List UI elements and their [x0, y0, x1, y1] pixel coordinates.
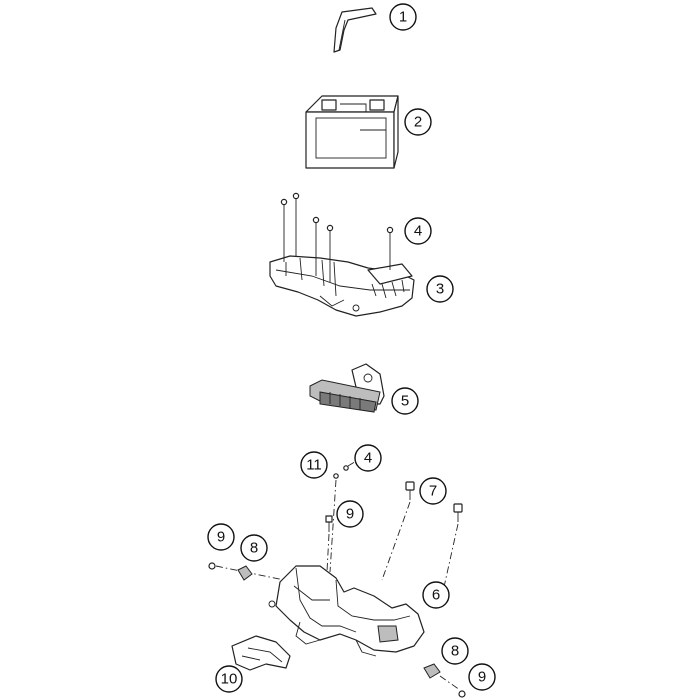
callout-9-right-label: 9	[478, 669, 486, 686]
holder-screws	[280, 192, 394, 282]
callout-8-right: 8	[441, 637, 469, 665]
callout-10: 10	[215, 665, 243, 693]
voltage-regulator	[309, 363, 385, 413]
callout-2-label: 2	[414, 114, 422, 131]
callout-11: 11	[300, 451, 328, 479]
small-cover	[231, 635, 291, 671]
callout-5-label: 5	[401, 393, 409, 410]
callout-8-left-label: 8	[250, 540, 258, 557]
lower-housing	[268, 565, 425, 657]
callout-2: 2	[404, 108, 432, 136]
callout-3-label: 3	[436, 281, 444, 298]
callout-10-label: 10	[221, 671, 238, 688]
callout-1-label: 1	[399, 9, 407, 26]
callout-4-upper: 4	[404, 217, 432, 245]
callout-9-middle: 9	[336, 500, 364, 528]
battery-strap	[333, 7, 377, 53]
callout-9-right: 9	[468, 663, 496, 691]
callout-8-left: 8	[240, 534, 268, 562]
callout-4-lower: 4	[354, 444, 382, 472]
battery	[305, 95, 399, 169]
grommets	[237, 565, 461, 691]
callout-11-label: 11	[306, 457, 322, 474]
callout-7: 7	[419, 477, 447, 505]
callout-3: 3	[426, 275, 454, 303]
callout-4-upper-label: 4	[414, 223, 422, 240]
callout-9-left-label: 9	[217, 529, 225, 546]
callout-5: 5	[391, 387, 419, 415]
callout-1: 1	[389, 3, 417, 31]
cover-screws	[381, 481, 463, 597]
battery-holder	[269, 255, 415, 317]
callout-7-label: 7	[429, 483, 437, 500]
callout-6-label: 6	[432, 587, 440, 604]
lower-washer-and-screw	[329, 465, 349, 573]
callout-leaders	[347, 459, 359, 467]
callout-9-left: 9	[207, 523, 235, 551]
callout-9-middle-label: 9	[346, 506, 354, 523]
callout-4-lower-label: 4	[364, 450, 372, 467]
callout-8-right-label: 8	[451, 643, 459, 660]
callout-6: 6	[422, 581, 450, 609]
